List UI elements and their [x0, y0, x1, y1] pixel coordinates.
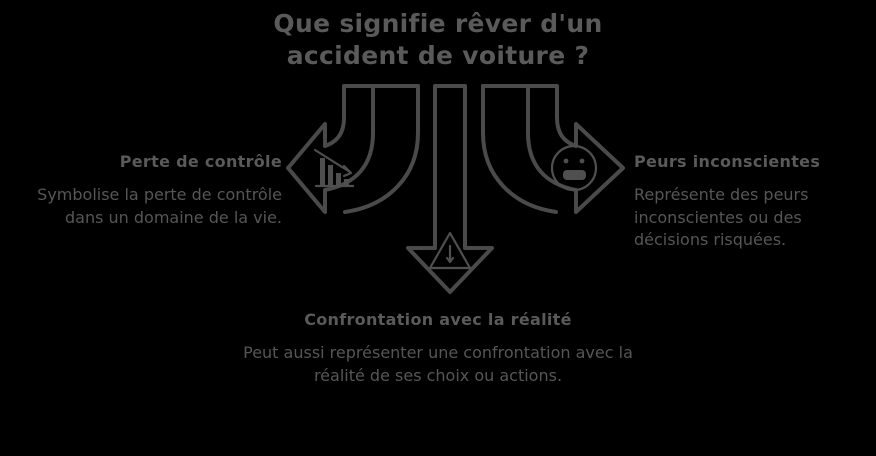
- branch-right-description: Représente des peurs inconscientes ou de…: [634, 185, 809, 250]
- declining-bar-chart-icon: [313, 148, 355, 188]
- straight-arrow-down: [406, 84, 494, 294]
- branch-left: Perte de contrôle Symbolise la perte de …: [10, 152, 282, 229]
- curved-arrow-right-body: [481, 84, 558, 214]
- branch-right: Peurs inconscientes Représente des peurs…: [634, 152, 872, 252]
- worried-face-icon: [550, 144, 598, 192]
- branch-bottom-heading: Confrontation avec la réalité: [304, 310, 572, 329]
- branch-left-description: Symbolise la perte de contrôle dans un d…: [37, 185, 282, 227]
- curved-arrow-left-body: [343, 84, 420, 214]
- warning-triangle-icon: [428, 231, 472, 270]
- branch-bottom-description: Peut aussi représenter une confrontation…: [243, 343, 633, 385]
- branch-right-heading: Peurs inconscientes: [634, 152, 821, 171]
- page-title: Que signifie rêver d'un accident de voit…: [273, 9, 603, 70]
- branch-left-heading: Perte de contrôle: [119, 152, 282, 171]
- curved-arrow-right: [526, 84, 625, 214]
- curved-arrow-left: [286, 84, 375, 214]
- branch-bottom: Confrontation avec la réalité Peut aussi…: [238, 310, 638, 387]
